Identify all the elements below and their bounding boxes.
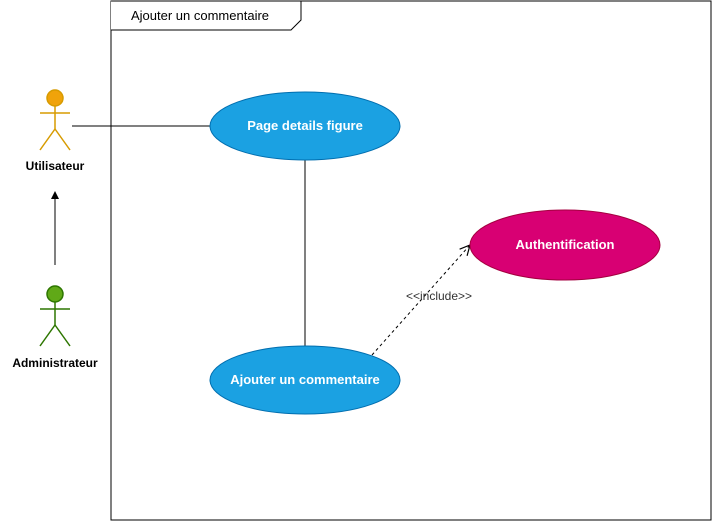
- use-case-authentification[interactable]: Authentification: [469, 209, 661, 281]
- use-case-ellipse: [209, 91, 401, 161]
- actor-head: [46, 89, 64, 107]
- use-case-ellipse: [209, 345, 401, 415]
- actor-head: [46, 285, 64, 303]
- actor-utilisateur[interactable]: Utilisateur: [26, 89, 85, 173]
- actor-administrateur[interactable]: Administrateur: [12, 285, 98, 370]
- use-case-label: Page details figure: [247, 118, 363, 133]
- actor-left-leg: [39, 324, 56, 347]
- use-case-label: Ajouter un commentaire: [230, 372, 380, 387]
- include-label: <<include>>: [406, 289, 472, 303]
- use-case-page-details-figure[interactable]: Page details figure: [209, 91, 401, 161]
- use-case-ellipse: [469, 209, 661, 281]
- actor-label: Utilisateur: [26, 159, 85, 173]
- frame-title-tab: [111, 0, 302, 31]
- frame-title: Ajouter un commentaire: [131, 8, 269, 23]
- actor-left-leg: [39, 128, 56, 151]
- use-case-ajouter-un-commentaire[interactable]: Ajouter un commentaire: [209, 345, 401, 415]
- use-case-label: Authentification: [516, 237, 615, 252]
- actor-right-leg: [54, 128, 71, 151]
- actor-label: Administrateur: [12, 356, 98, 370]
- actor-right-leg: [54, 324, 71, 347]
- include-relation[interactable]: [371, 245, 470, 356]
